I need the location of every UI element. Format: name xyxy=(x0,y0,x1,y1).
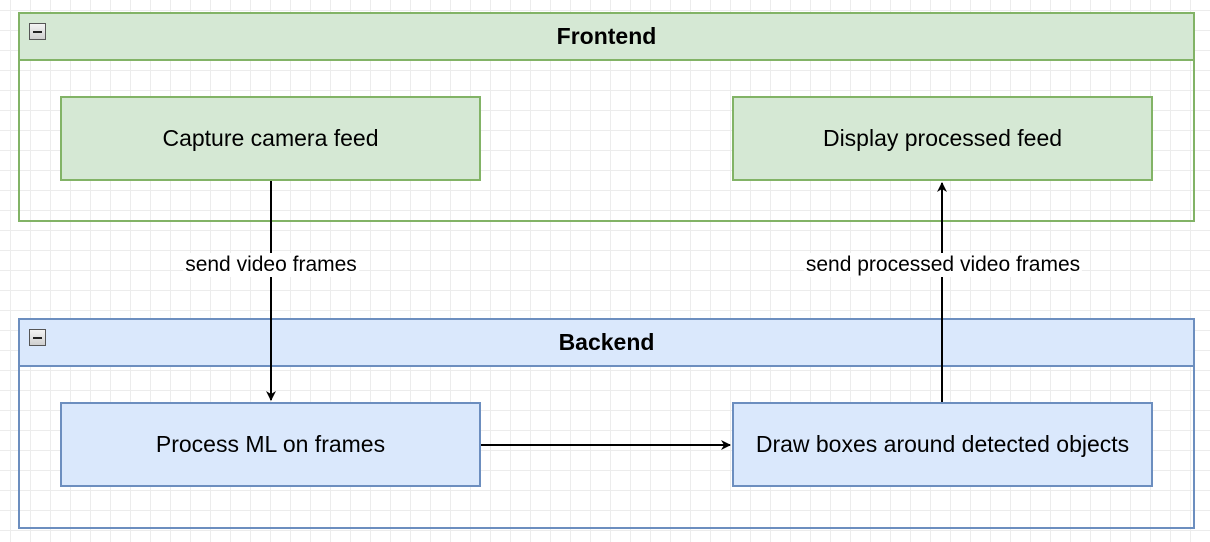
capture-camera-feed-node[interactable]: Capture camera feed xyxy=(60,96,481,181)
backend-swimlane-header[interactable]: Backend xyxy=(20,320,1193,367)
frontend-swimlane[interactable]: Frontend xyxy=(18,12,1195,222)
draw-boxes-node[interactable]: Draw boxes around detected objects xyxy=(732,402,1153,487)
display-processed-feed-label: Display processed feed xyxy=(822,125,1063,151)
frontend-title: Frontend xyxy=(556,23,657,49)
process-ml-label: Process ML on frames xyxy=(155,431,386,457)
send-video-frames-label: send video frames xyxy=(183,253,359,277)
backend-title: Backend xyxy=(558,329,655,355)
send-processed-video-frames-label: send processed video frames xyxy=(803,253,1083,277)
capture-camera-feed-label: Capture camera feed xyxy=(162,125,379,151)
collapse-minus-icon[interactable] xyxy=(29,329,46,346)
frontend-swimlane-header[interactable]: Frontend xyxy=(20,14,1193,61)
display-processed-feed-node[interactable]: Display processed feed xyxy=(732,96,1153,181)
process-ml-node[interactable]: Process ML on frames xyxy=(60,402,481,487)
draw-boxes-label: Draw boxes around detected objects xyxy=(755,431,1130,457)
collapse-minus-icon[interactable] xyxy=(29,23,46,40)
backend-swimlane[interactable]: Backend xyxy=(18,318,1195,529)
